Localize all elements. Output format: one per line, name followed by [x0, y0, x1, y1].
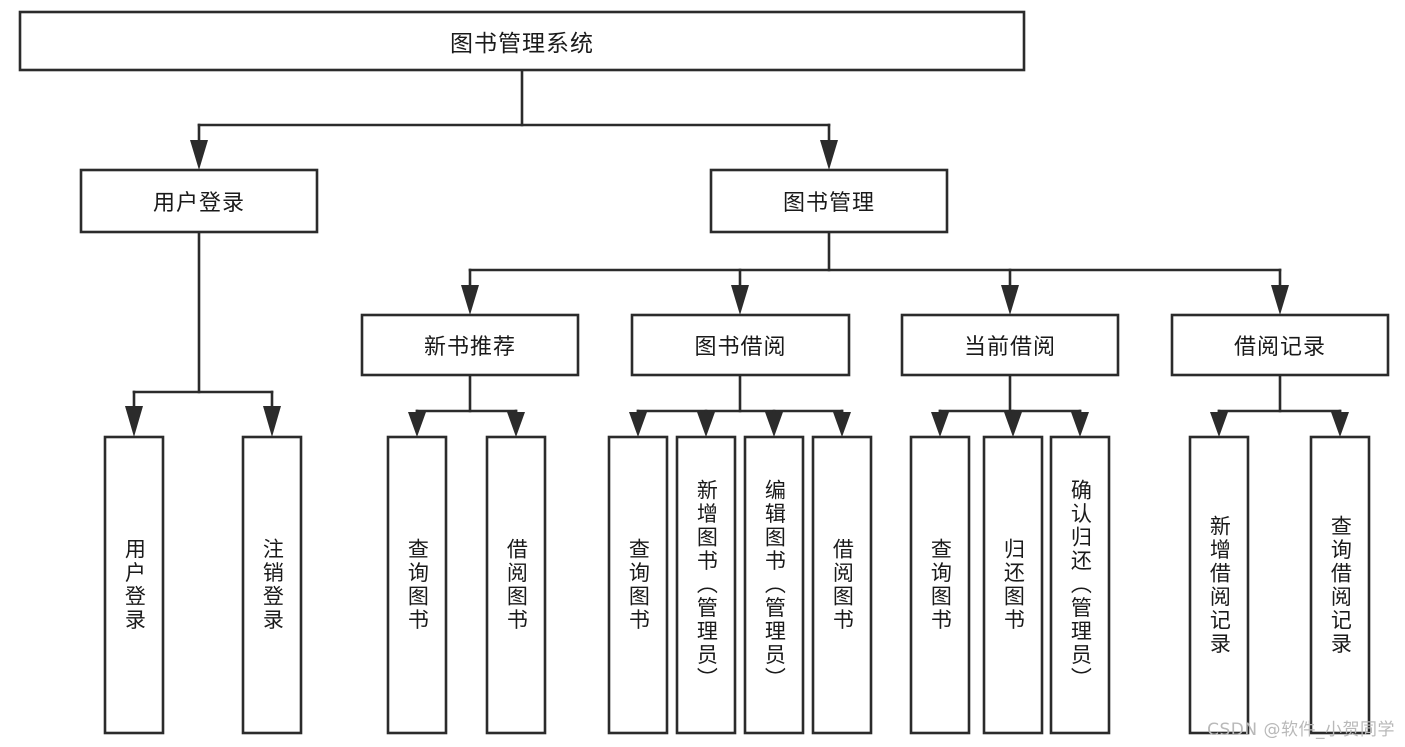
- arrowhead-current-borrow: [1001, 285, 1019, 315]
- arrowhead-leaf-confirm-return: [1071, 412, 1089, 437]
- node-box-leaf-user-login[interactable]: [103, 435, 165, 735]
- node-box-leaf-borrow-book[interactable]: [811, 435, 873, 735]
- node-box-leaf-edit-book[interactable]: [743, 435, 805, 735]
- arrowhead-leaf-return-book: [1004, 412, 1022, 437]
- node-box-root[interactable]: [18, 10, 1026, 72]
- node-box-book-borrow[interactable]: [630, 313, 851, 377]
- arrowhead-leaf-logout: [263, 406, 281, 437]
- arrowhead-borrow-record: [1271, 285, 1289, 315]
- arrowhead-new-book-rec: [461, 285, 479, 315]
- node-box-current-borrow[interactable]: [900, 313, 1120, 377]
- arrowhead-leaf-query-record: [1331, 412, 1349, 437]
- node-box-leaf-add-record[interactable]: [1188, 435, 1250, 735]
- node-box-leaf-return-book[interactable]: [982, 435, 1044, 735]
- connector-group-book-manage: [461, 230, 1289, 315]
- arrowhead-leaf-query-book-rec: [408, 412, 426, 437]
- connector-group-current-borrow: [931, 373, 1089, 437]
- connector-group-root: [190, 68, 838, 170]
- connector-group-borrow-record: [1210, 373, 1349, 437]
- arrowhead-leaf-query-book-borrow: [629, 412, 647, 437]
- node-box-user-login[interactable]: [79, 168, 319, 234]
- arrowhead-leaf-add-record: [1210, 412, 1228, 437]
- arrowhead-book-manage: [820, 140, 838, 170]
- arrowhead-leaf-query-book-cur: [931, 412, 949, 437]
- connector-group-user-login: [125, 230, 281, 437]
- node-box-new-book-rec[interactable]: [360, 313, 580, 377]
- node-box-leaf-logout[interactable]: [241, 435, 303, 735]
- node-box-leaf-confirm-return[interactable]: [1049, 435, 1111, 735]
- node-box-leaf-query-record[interactable]: [1309, 435, 1371, 735]
- arrowhead-leaf-borrow-book: [833, 412, 851, 437]
- arrowhead-leaf-add-book: [697, 412, 715, 437]
- node-box-leaf-query-book-cur[interactable]: [909, 435, 971, 735]
- node-box-leaf-query-book-rec[interactable]: [386, 435, 448, 735]
- connector-group-book-borrow: [629, 373, 851, 437]
- arrowhead-leaf-edit-book: [765, 412, 783, 437]
- arrowhead-leaf-user-login: [125, 406, 143, 437]
- arrowhead-leaf-borrow-book-rec: [507, 412, 525, 437]
- arrowhead-book-borrow: [731, 285, 749, 315]
- node-box-borrow-record[interactable]: [1170, 313, 1390, 377]
- arrowhead-user-login: [190, 140, 208, 170]
- node-box-book-manage[interactable]: [709, 168, 949, 234]
- node-box-leaf-query-book-borrow[interactable]: [607, 435, 669, 735]
- connector-group-new-book-rec: [408, 373, 525, 437]
- node-box-leaf-add-book[interactable]: [675, 435, 737, 735]
- watermark-text: CSDN @软件_小贺同学: [1207, 720, 1395, 740]
- node-box-leaf-borrow-book-rec[interactable]: [485, 435, 547, 735]
